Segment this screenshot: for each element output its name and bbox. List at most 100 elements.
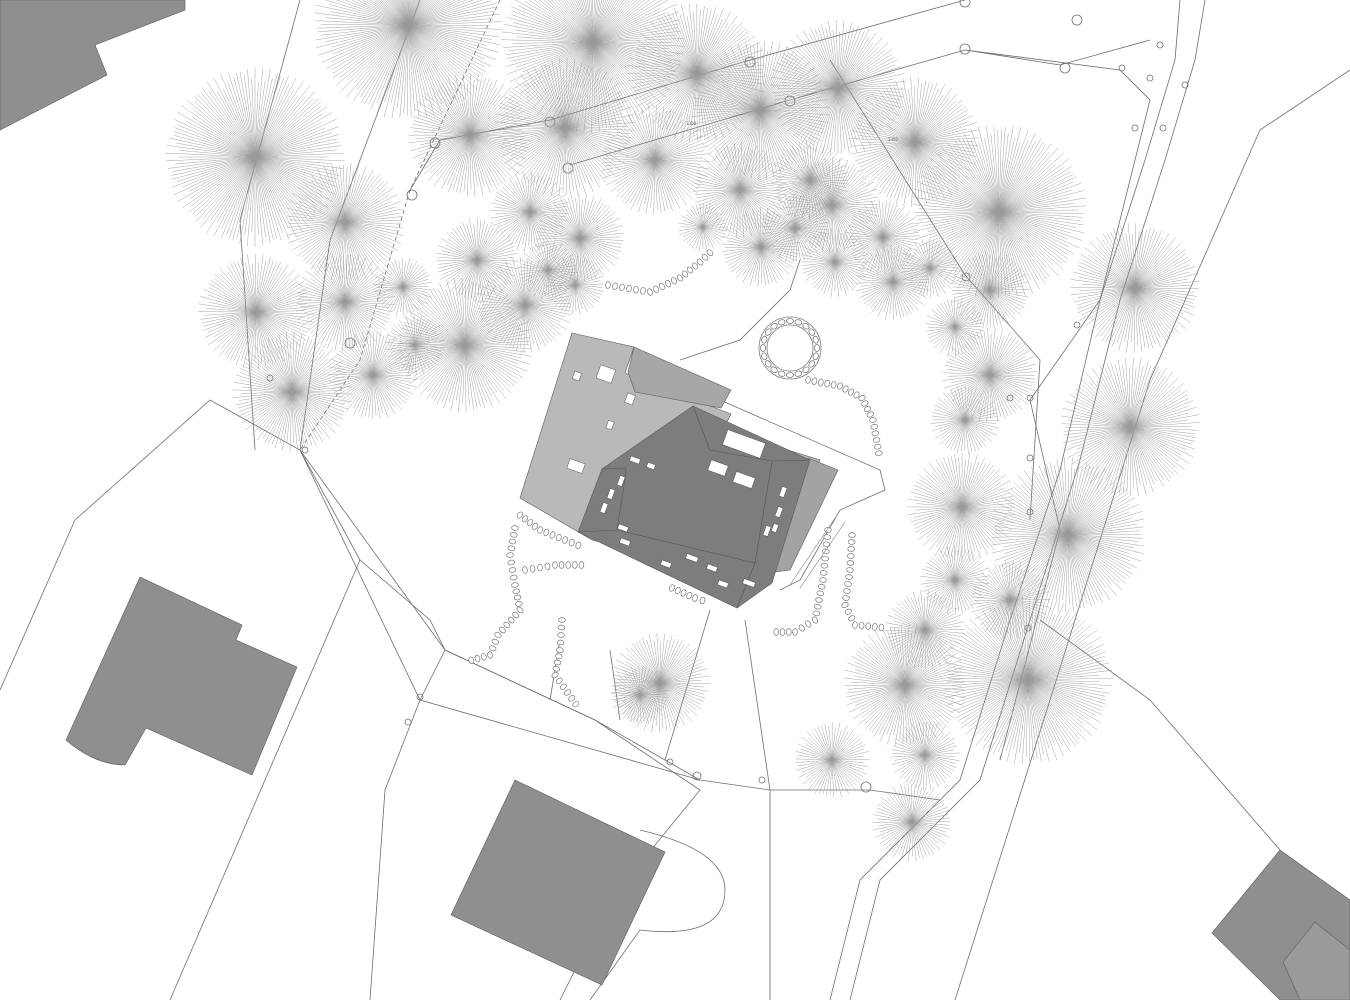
stepping-stone: [847, 388, 855, 396]
tree-canopy: [165, 67, 345, 247]
tree-rays: [198, 253, 315, 370]
tree-canopy: [408, 73, 532, 197]
stepping-stone: [875, 450, 883, 457]
stepping-stone: [575, 541, 582, 549]
tree-rays: [890, 721, 960, 790]
stepping-stone: [701, 253, 709, 261]
stepping-stone: [846, 567, 854, 573]
building-bottom-center: [450, 779, 666, 986]
tree-rays: [601, 105, 710, 215]
tree-rays: [795, 722, 871, 798]
skylight: [762, 525, 772, 537]
tree-rays: [801, 227, 870, 297]
stepping-stone: [676, 274, 684, 282]
tree-rays: [373, 257, 433, 317]
driveway: [664, 609, 771, 1000]
ring-stone: [812, 352, 819, 361]
stepping-stone: [872, 623, 878, 631]
ring-stone: [777, 319, 786, 326]
ring-stone: [808, 328, 816, 336]
stepping-stone: [551, 671, 559, 679]
skylight: [707, 459, 729, 477]
tree-rays: [397, 277, 532, 413]
tree-canopy: [906, 452, 1016, 562]
tree-rays: [920, 545, 990, 615]
survey-point: [1024, 624, 1032, 632]
skylight: [660, 559, 672, 569]
building-left: [65, 576, 298, 776]
stepping-stone: [659, 282, 665, 290]
skylight: [617, 523, 629, 533]
tree-canopy: [920, 545, 990, 615]
tree-rays: [495, 57, 635, 197]
stepping-stone: [665, 280, 671, 288]
stepping-stone: [480, 653, 487, 661]
ring-stone: [777, 370, 786, 377]
stepping-stone: [626, 284, 632, 293]
tree-canopy: [890, 721, 960, 790]
tree-canopy: [885, 590, 965, 669]
upper-track-c: [299, 0, 501, 451]
stepping-stone: [474, 654, 481, 663]
stepping-stone: [508, 567, 517, 573]
survey-point: [666, 758, 674, 766]
stepping-stone: [878, 623, 885, 632]
stepping-stone: [572, 701, 580, 708]
tree-rays: [545, 255, 605, 315]
stepping-stone: [798, 624, 805, 632]
tree-canopy: [231, 332, 353, 453]
ring-stone: [770, 366, 778, 374]
tree-rays: [1069, 223, 1200, 353]
skylight: [685, 553, 699, 563]
stepping-stone: [564, 689, 571, 696]
footpath-b: [719, 399, 886, 591]
tree-rays: [611, 633, 710, 733]
stepping-stone: [847, 553, 855, 559]
stepping-stone: [852, 621, 858, 629]
survey-point: [959, 0, 971, 8]
house-roof-ridge-left: [577, 467, 627, 533]
stepping-stone: [669, 584, 675, 592]
tree-canopy: [296, 253, 395, 352]
tree-rays: [328, 331, 418, 419]
tree-canopy: [872, 783, 951, 862]
tree-rays: [165, 67, 345, 247]
survey-point: [1071, 14, 1083, 26]
skylight: [722, 429, 766, 459]
tree-canopy: [373, 257, 433, 317]
stepping-stone: [816, 590, 825, 597]
ring-stone: [814, 344, 821, 352]
stepping-stone: [706, 249, 714, 257]
stepping-stone: [549, 531, 556, 539]
stepping-stone: [681, 270, 689, 278]
skylight: [606, 488, 616, 500]
survey-point: [1026, 394, 1034, 402]
tree-canopy: [854, 244, 930, 320]
stone-ring: [758, 316, 822, 380]
ring-stone: [761, 335, 768, 344]
tree-canopy: [801, 227, 870, 297]
survey-point: [301, 446, 309, 454]
survey-point: [406, 189, 418, 201]
tree-canopy: [198, 253, 315, 370]
skylight: [616, 475, 626, 487]
stepping-stone: [811, 377, 818, 385]
stepping-stone: [873, 443, 882, 450]
stepping-stone: [696, 258, 704, 266]
stepping-stone: [507, 559, 516, 566]
tree-rays: [845, 199, 920, 275]
stepping-stone: [848, 532, 856, 538]
survey-point: [1146, 74, 1154, 82]
stepping-stone: [815, 597, 823, 603]
stepping-stone: [568, 695, 576, 702]
stepping-stone: [686, 591, 693, 600]
stepping-stone: [526, 519, 534, 526]
stepping-stone: [552, 666, 561, 672]
survey-point: [1059, 62, 1071, 74]
stepping-stone: [812, 610, 821, 617]
stepping-stone: [866, 411, 874, 418]
stepping-stone: [680, 589, 687, 597]
stepping-stone: [555, 677, 563, 684]
tree-canopy: [942, 327, 1037, 423]
